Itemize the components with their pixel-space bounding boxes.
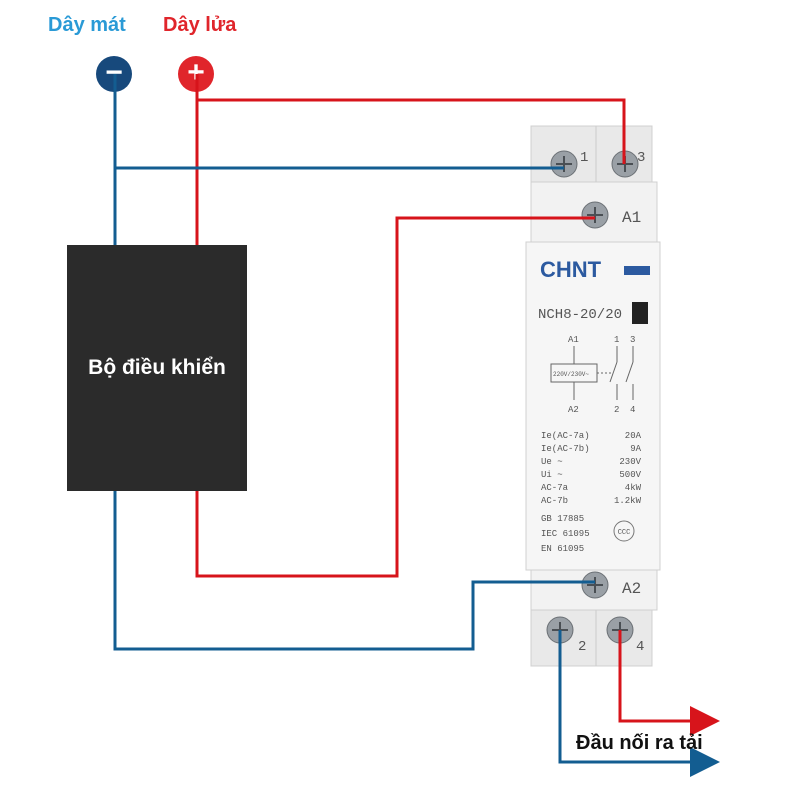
controller-box: Bộ điều khiển xyxy=(67,245,247,491)
terminal-screw-a2 xyxy=(581,571,609,599)
spec-value: 230V xyxy=(619,457,641,467)
spec-value: 20A xyxy=(625,431,642,441)
svg-text:220V/230V~: 220V/230V~ xyxy=(553,371,589,378)
svg-text:A1: A1 xyxy=(568,335,579,345)
brand-logo-bar xyxy=(624,266,650,275)
svg-text:1: 1 xyxy=(614,335,619,345)
output-wire-terminal-2 xyxy=(558,630,720,777)
standard-code: GB 17885 xyxy=(541,514,584,524)
terminal-label-a1: A1 xyxy=(622,209,641,227)
internal-schematic: A1 1 3 220V/230V~ A2 2 4 xyxy=(550,335,635,415)
spec-key: AC-7a xyxy=(541,483,569,493)
live-wire-to-terminal-3 xyxy=(195,74,626,164)
svg-text:4: 4 xyxy=(630,405,635,415)
contactor-device: 1 3 A1 A2 2 4 CHNT NCH8-20/20 A1 1 3 220… xyxy=(525,125,661,667)
status-window xyxy=(632,302,648,324)
terminal-label-4: 4 xyxy=(636,639,644,655)
spec-table: Ie(AC-7a) 20A Ie(AC-7b) 9A Ue ~ 230V Ui … xyxy=(541,431,642,554)
terminal-screw-1 xyxy=(550,150,578,178)
svg-text:A2: A2 xyxy=(568,405,579,415)
terminal-label-2: 2 xyxy=(578,639,586,655)
certification-mark-icon xyxy=(613,520,635,542)
controller-label: Bộ điều khiển xyxy=(88,356,226,379)
spec-value: 9A xyxy=(630,444,641,454)
terminal-label-1: 1 xyxy=(580,150,588,166)
neutral-wire-to-a2 xyxy=(113,491,595,651)
svg-text:2: 2 xyxy=(614,405,619,415)
standard-code: EN 61095 xyxy=(541,544,584,554)
standard-code: IEC 61095 xyxy=(541,529,590,539)
live-wire-label: Dây lửa xyxy=(163,14,237,36)
certification-mark-text: CCC xyxy=(618,529,631,537)
controller-wire-to-a1 xyxy=(195,216,595,578)
spec-value: 500V xyxy=(619,470,641,480)
brand-logo: CHNT xyxy=(540,257,602,282)
spec-key: Ue ~ xyxy=(541,457,563,467)
spec-value: 1.2kW xyxy=(614,496,642,506)
neutral-wire-to-terminal-1 xyxy=(113,74,564,170)
load-output-label: Đầu nối ra tải xyxy=(576,732,703,754)
spec-key: Ie(AC-7b) xyxy=(541,444,590,454)
spec-value: 4kW xyxy=(625,483,642,493)
svg-text:3: 3 xyxy=(630,335,635,345)
output-wire-terminal-4 xyxy=(618,630,720,736)
spec-key: Ie(AC-7a) xyxy=(541,431,590,441)
terminal-label-a2: A2 xyxy=(622,580,641,598)
model-number: NCH8-20/20 xyxy=(538,307,622,323)
terminal-screw-a1 xyxy=(581,201,609,229)
neutral-wire-label: Dây mát xyxy=(48,14,126,36)
spec-key: Ui ~ xyxy=(541,470,563,480)
spec-key: AC-7b xyxy=(541,496,568,506)
terminal-label-3: 3 xyxy=(637,150,645,166)
